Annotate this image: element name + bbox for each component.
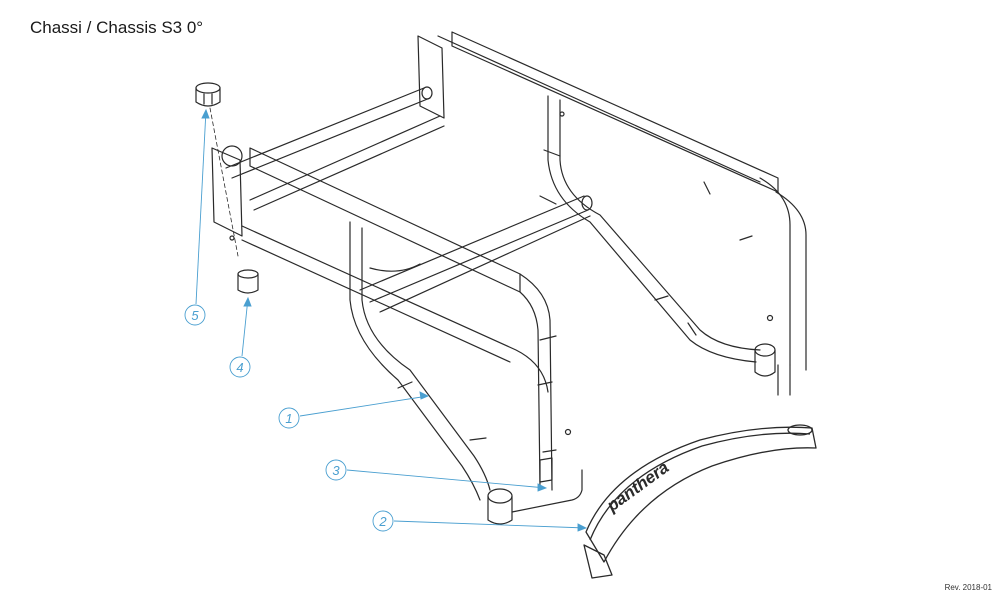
cap-part-5	[195, 82, 221, 107]
callout-5-label: 5	[191, 308, 199, 323]
dashed-assembly-lines	[209, 107, 239, 257]
right-side-frame	[417, 31, 807, 396]
callout-3-label: 3	[332, 463, 340, 478]
front-guard-part-2: panthera	[583, 424, 817, 579]
drawing-title: Chassi / Chassis S3 0°	[30, 18, 204, 37]
callout-3: 3	[325, 459, 548, 492]
callout-4-label: 4	[236, 360, 243, 375]
left-side-frame	[211, 145, 583, 525]
cross-tubes	[225, 86, 593, 313]
callout-2-label: 2	[378, 514, 387, 529]
bushing-part-4	[237, 269, 259, 294]
chassis-frame	[195, 31, 807, 525]
callout-5: 5	[184, 108, 210, 326]
callout-4: 4	[229, 296, 252, 378]
callout-2: 2	[372, 510, 588, 532]
callouts: 1 2 3 4 5	[184, 108, 588, 532]
callout-1-label: 1	[285, 411, 292, 426]
revision-label: Rev. 2018-01	[944, 583, 992, 592]
callout-1: 1	[278, 391, 430, 429]
